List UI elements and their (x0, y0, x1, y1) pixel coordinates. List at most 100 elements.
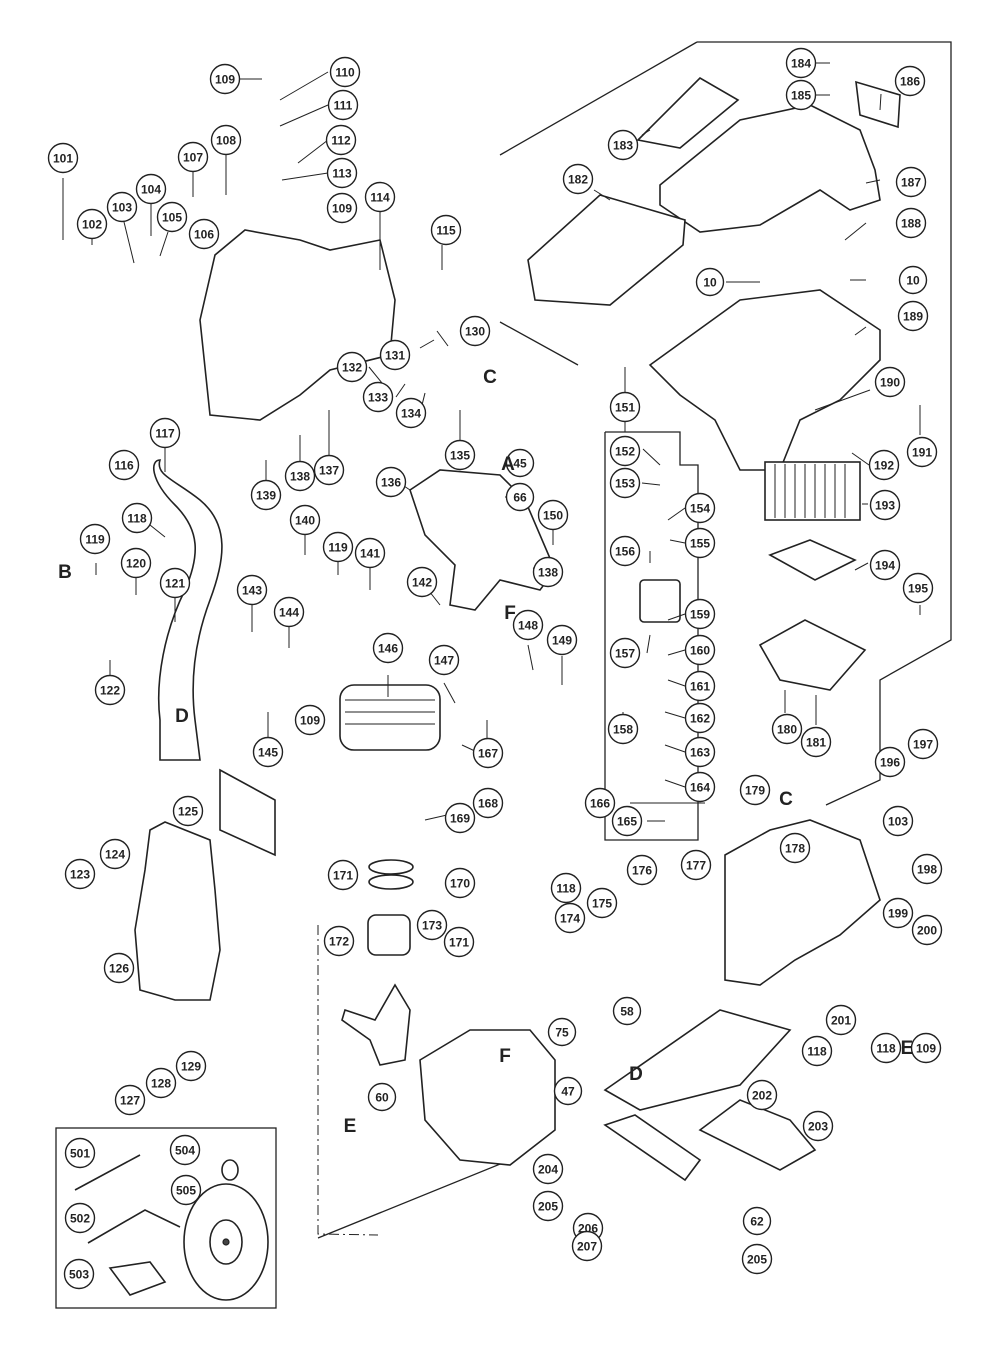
callout-circle (362, 381, 394, 413)
callout-121: 121 (159, 567, 191, 599)
callout-circle (801, 1035, 833, 1067)
reference-letter-C: C (483, 367, 497, 388)
callout-192: 192 (868, 449, 900, 481)
callout-circle (609, 637, 641, 669)
piston-ring-part (368, 859, 414, 875)
callout-circle (902, 572, 934, 604)
callout-106: 106 (188, 218, 220, 250)
callout-118: 118 (801, 1035, 833, 1067)
callout-160: 160 (684, 634, 716, 666)
callout-circle (586, 887, 618, 919)
callout-number: 126 (109, 961, 129, 975)
callout-102: 102 (76, 208, 108, 240)
callout-number: 62 (750, 1214, 764, 1228)
callout-number: 179 (745, 783, 765, 797)
callout-number: 112 (331, 133, 351, 147)
callout-167: 167 (472, 737, 504, 769)
callout-number: 181 (806, 735, 826, 749)
callout-circle (76, 208, 108, 240)
callout-number: 201 (831, 1013, 851, 1027)
callout-circle (611, 805, 643, 837)
callout-75: 75 (547, 1017, 577, 1047)
callout-circle (607, 129, 639, 161)
callout-number: 200 (917, 923, 937, 937)
callout-number: 182 (568, 172, 588, 186)
callout-number: 103 (888, 814, 908, 828)
callout-number: 118 (876, 1041, 896, 1055)
callout-124: 124 (99, 838, 131, 870)
callout-113: 113 (326, 157, 358, 189)
callout-circle (869, 549, 901, 581)
piston-ring-part (368, 874, 414, 890)
callout-circle (379, 339, 411, 371)
callout-circle (329, 56, 361, 88)
callout-circle (609, 435, 641, 467)
callout-number: 163 (690, 745, 710, 759)
callout-108: 108 (210, 124, 242, 156)
callout-circle (609, 535, 641, 567)
callout-166: 166 (584, 787, 616, 819)
callout-circle (472, 787, 504, 819)
callout-195: 195 (902, 572, 934, 604)
callout-circle (364, 181, 396, 213)
callout-circle (684, 492, 716, 524)
callout-125: 125 (172, 795, 204, 827)
callout-circle (106, 191, 138, 223)
callout-158: 158 (607, 713, 639, 745)
callout-circle (209, 63, 241, 95)
callout-170: 170 (444, 867, 476, 899)
callout-197: 197 (907, 728, 939, 760)
callout-119: 119 (79, 523, 111, 555)
callout-number: 205 (747, 1252, 767, 1266)
callout-number: 47 (561, 1084, 575, 1098)
callout-number: 192 (874, 458, 894, 472)
frame-line-2 (499, 321, 579, 366)
callout-circle (505, 448, 535, 478)
callout-174: 174 (554, 902, 586, 934)
callout-number: 503 (69, 1267, 89, 1281)
callout-133: 133 (362, 381, 394, 413)
callout-circle (874, 366, 906, 398)
callout-138: 138 (532, 556, 564, 588)
callout-circle (169, 1134, 201, 1166)
callout-circle (746, 1079, 778, 1111)
callout-163: 163 (684, 736, 716, 768)
crankcase-part (419, 1029, 556, 1166)
callout-number: 109 (916, 1041, 936, 1055)
callout-58: 58 (612, 996, 642, 1026)
callout-number: 45 (513, 456, 527, 470)
callout-number: 108 (216, 133, 236, 147)
callout-180: 180 (771, 713, 803, 745)
callout-number: 75 (555, 1025, 569, 1039)
callout-140: 140 (289, 504, 321, 536)
callout-number: 138 (290, 469, 310, 483)
front-handle-part (153, 459, 223, 761)
callout-156: 156 (609, 535, 641, 567)
callout-number: 175 (592, 896, 612, 910)
callout-152: 152 (609, 435, 641, 467)
callout-circle (336, 351, 368, 383)
callout-161: 161 (684, 670, 716, 702)
callout-number: 121 (165, 576, 185, 590)
callout-number: 133 (368, 390, 388, 404)
callout-circle (584, 787, 616, 819)
muffler-part (134, 821, 221, 1001)
callout-503: 503 (63, 1258, 95, 1290)
callout-circle (546, 624, 578, 656)
callout-circle (372, 632, 404, 664)
callout-109: 109 (209, 63, 241, 95)
callout-circle (472, 737, 504, 769)
callout-162: 162 (684, 702, 716, 734)
crankcase-guide (317, 925, 379, 1236)
callout-number: 139 (256, 488, 276, 502)
callout-number: 66 (513, 490, 527, 504)
callout-circle (609, 467, 641, 499)
reference-letter-C: C (779, 789, 793, 810)
leader-lines (62, 62, 921, 822)
callout-number: 174 (560, 911, 580, 925)
callout-118: 118 (121, 502, 153, 534)
callout-circle (894, 65, 926, 97)
callout-circle (771, 713, 803, 745)
callout-number: 118 (127, 511, 147, 525)
